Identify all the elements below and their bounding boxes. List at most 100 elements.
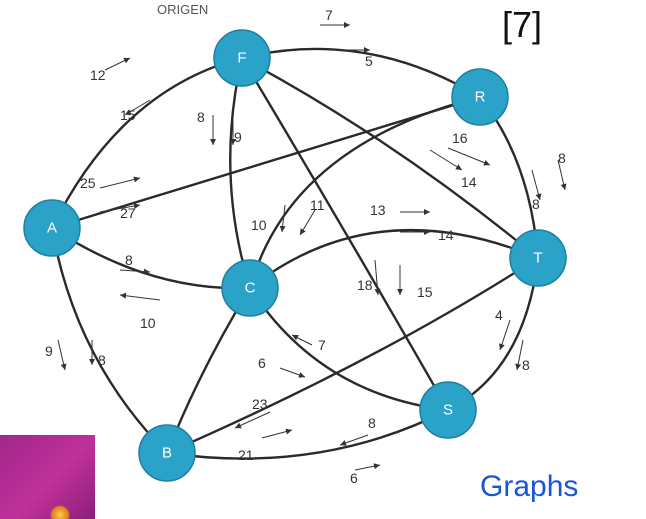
edge-weight-a-r-0: 25 (80, 175, 96, 191)
origen-header: ORIGEN (157, 2, 208, 17)
node-c-label: C (245, 280, 256, 297)
weight-arrow-f-t-0 (447, 147, 491, 166)
weight-arrowhead-t-s-0 (499, 343, 505, 350)
edge-weight-a-c-0: 8 (125, 252, 133, 268)
node-a: A (23, 199, 81, 257)
weight-arrowhead-a-r-0 (133, 176, 140, 183)
edge-weight-a-c-1: 10 (140, 315, 156, 331)
weight-arrowhead-a-r-1 (133, 203, 140, 209)
edge-b-s (166, 408, 449, 460)
weight-arrowhead-a-f-0 (123, 57, 130, 64)
edge-weight-t-s-0: 4 (495, 307, 503, 323)
edge-weight-f-s-1: 15 (417, 284, 433, 300)
edge-weight-r-c-0: 11 (310, 197, 325, 213)
edge-f-s (240, 57, 450, 411)
edge-weight-f-r-0: 7 (325, 7, 333, 23)
figure-reference: [7] (502, 4, 543, 45)
edge-weight-c-s-1: 6 (258, 355, 266, 371)
weight-arrowhead-r-c-1 (279, 225, 286, 232)
edge-c-t (249, 229, 539, 289)
edge-weight-f-c-0: 8 (197, 109, 205, 125)
node-b: B (138, 424, 196, 482)
node-r-circle (451, 68, 509, 126)
weight-arrowhead-f-t-1 (455, 164, 462, 170)
weight-arrow-a-r-1 (99, 204, 141, 213)
weight-arrowhead-r-c-0 (300, 228, 306, 235)
node-r-label: R (475, 89, 486, 106)
node-t-circle (509, 229, 567, 287)
nodes-layer: F R A C T S B (23, 29, 567, 482)
node-a-circle (23, 199, 81, 257)
edge-r-c (248, 95, 481, 289)
weight-arrow-t-b-0 (234, 411, 271, 429)
node-s: S (419, 381, 477, 439)
node-t-label: T (533, 250, 542, 267)
weight-arrowhead-a-c-1 (120, 292, 127, 299)
edge-weight-t-b-1: 21 (238, 447, 254, 463)
edge-weight-b-s-0: 8 (368, 415, 376, 431)
edge-weight-t-b-0: 23 (252, 396, 268, 412)
node-b-circle (138, 424, 196, 482)
node-c: C (221, 259, 279, 317)
weight-arrowhead-f-t-0 (483, 159, 490, 166)
weight-arrowhead-t-s-1 (515, 363, 522, 370)
weight-arrow-f-t-1 (429, 149, 463, 171)
weight-arrowhead-c-s-1 (298, 372, 305, 378)
edge-c-s (248, 287, 449, 412)
weight-arrowhead-a-c-0 (143, 268, 150, 275)
spark-icon (50, 505, 70, 519)
node-b-label: B (162, 445, 172, 462)
edge-a-f (50, 56, 243, 229)
node-s-label: S (443, 402, 453, 419)
edge-weight-f-c-1: 9 (234, 129, 242, 145)
weight-arrowhead-r-t-1 (535, 193, 542, 200)
node-c-circle (221, 259, 279, 317)
edge-weight-f-r-1: 5 (365, 53, 373, 69)
edge-t-b (166, 256, 539, 455)
weight-arrowhead-f-r-1 (364, 47, 370, 53)
edge-weight-a-f-0: 12 (90, 67, 106, 83)
edge-weight-f-t-1: 14 (461, 174, 477, 190)
edge-weight-a-r-1: 27 (120, 205, 136, 221)
weight-arrowhead-a-b-1 (89, 359, 95, 365)
edge-weight-r-t-1: 8 (532, 196, 540, 212)
node-t: T (509, 229, 567, 287)
weight-arrowhead-t-b-1 (285, 428, 292, 435)
edge-weight-c-t-0: 13 (370, 202, 386, 218)
edge-f-r (241, 47, 481, 99)
weight-arrowhead-a-b-0 (60, 363, 67, 370)
edge-weight-c-t-1: 14 (438, 227, 454, 243)
edge-f-t (241, 56, 539, 259)
node-f: F (213, 29, 271, 87)
edge-weight-a-b-0: 9 (45, 343, 53, 359)
weight-arrow-a-c-1 (119, 294, 161, 301)
corner-logo-icon (0, 435, 95, 519)
weight-arrowhead-b-s-0 (340, 440, 347, 446)
weight-arrowhead-f-c-0 (210, 139, 216, 145)
slide-caption: Graphs (480, 470, 579, 503)
edge-a-c (51, 226, 251, 290)
edge-weight-r-t-0: 8 (558, 150, 566, 166)
edge-weight-f-s-0: 18 (357, 277, 373, 293)
edge-weight-a-f-1: 15 (120, 107, 136, 123)
node-s-circle (419, 381, 477, 439)
weight-arrowhead-t-b-0 (235, 422, 242, 429)
edge-weight-f-t-0: 16 (452, 130, 468, 146)
weight-arrowhead-a-f-1 (125, 109, 132, 115)
weight-arrowhead-f-s-1 (397, 289, 403, 295)
node-r: R (451, 68, 509, 126)
node-f-circle (213, 29, 271, 87)
node-f-label: F (237, 50, 246, 67)
weight-arrowhead-c-s-0 (292, 335, 299, 341)
edge-weight-a-b-1: 8 (98, 352, 106, 368)
edge-a-b (50, 227, 168, 454)
weight-arrowhead-c-t-0 (424, 209, 430, 215)
edge-weight-t-s-1: 8 (522, 357, 530, 373)
weight-arrowhead-f-s-0 (374, 288, 381, 295)
weight-arrowhead-f-r-0 (344, 22, 350, 28)
edge-weight-r-c-1: 10 (251, 217, 267, 233)
node-a-label: A (47, 220, 57, 237)
weight-arrowhead-r-t-0 (560, 183, 567, 190)
edge-weight-b-s-1: 6 (350, 470, 358, 486)
